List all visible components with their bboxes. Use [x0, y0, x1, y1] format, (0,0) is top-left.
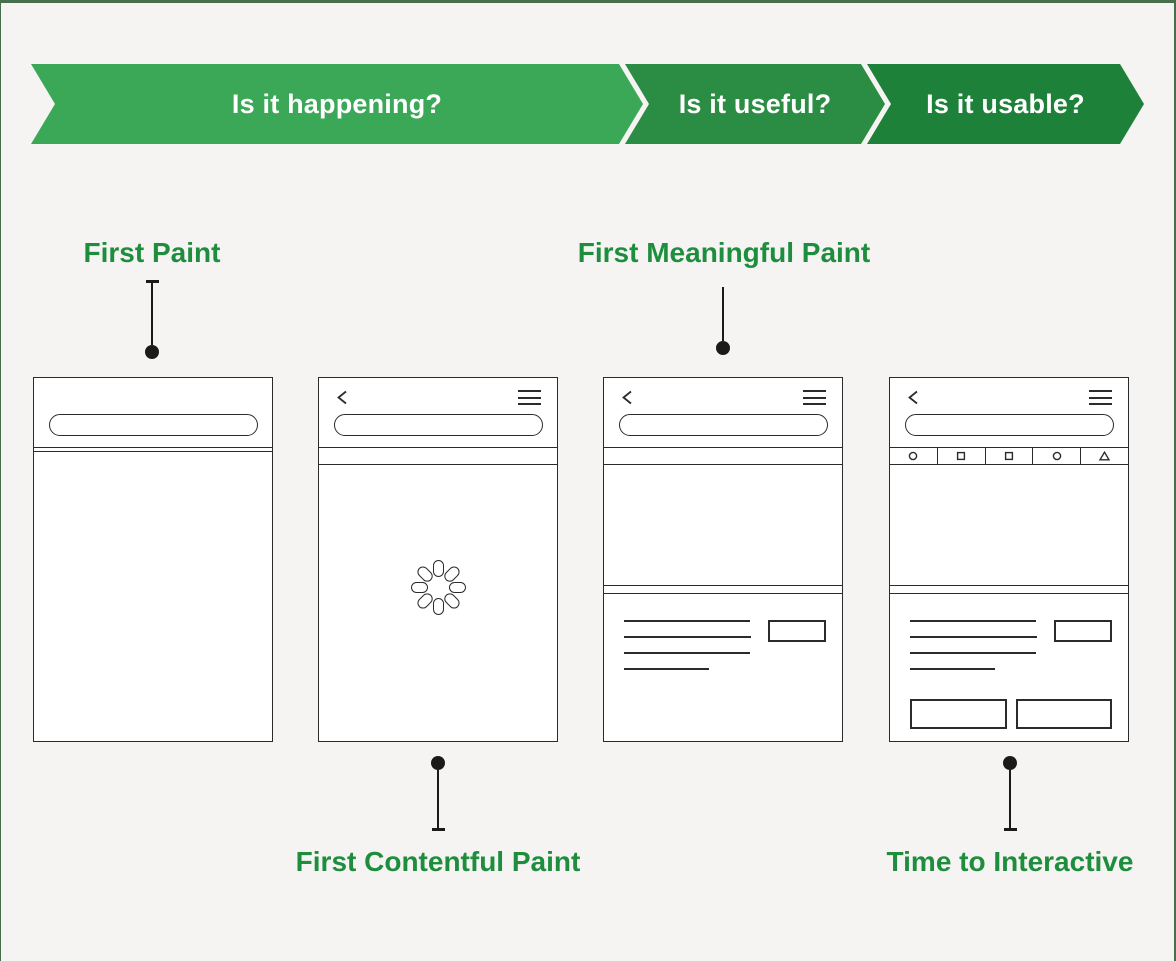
- hero-placeholder: [604, 465, 842, 586]
- url-bar: [334, 414, 543, 436]
- text-block: [604, 594, 842, 741]
- label-first-contentful-paint: First Contentful Paint: [295, 846, 581, 877]
- button-placeholder: [1015, 699, 1112, 729]
- marker-tick: [1003, 828, 1017, 831]
- text-line: [910, 620, 1036, 622]
- tab-icon-square: [986, 448, 1034, 464]
- marker-first-contentful-paint: [431, 756, 445, 831]
- partial-page-content: [604, 465, 842, 741]
- label-time-to-interactive: Time to Interactive: [886, 846, 1134, 877]
- hamburger-menu-icon: [1089, 390, 1112, 410]
- marker-dot: [431, 756, 445, 770]
- phone-time-to-interactive: [889, 377, 1129, 742]
- chevron-label: Is it usable?: [926, 88, 1085, 119]
- marker-dot: [145, 345, 159, 359]
- text-line: [910, 668, 995, 670]
- tab-icon-circle: [1033, 448, 1082, 464]
- chevron-is-it-usable: Is it usable?: [867, 64, 1144, 144]
- marker-first-paint: [145, 280, 159, 359]
- url-bar: [905, 414, 1114, 436]
- chevron-label: Is it happening?: [231, 88, 443, 119]
- interactive-page-content: [890, 465, 1128, 741]
- label-first-meaningful-paint: First Meaningful Paint: [577, 237, 871, 268]
- label-first-paint: First Paint: [83, 237, 221, 268]
- marker-stem: [1008, 770, 1012, 828]
- url-bar: [619, 414, 828, 436]
- text-line: [624, 620, 750, 622]
- back-arrow-icon: [336, 390, 348, 405]
- toolbar-band: [319, 448, 557, 465]
- spinner-icon: [410, 558, 466, 615]
- back-arrow-icon: [907, 390, 919, 405]
- url-bar: [49, 414, 258, 436]
- section-divider-band: [604, 586, 842, 594]
- marker-stem: [721, 287, 725, 341]
- back-arrow-icon: [621, 390, 633, 405]
- chevron-label: Is it useful?: [678, 88, 832, 119]
- loading-page-content: [319, 465, 557, 741]
- browser-header: [319, 378, 557, 448]
- hamburger-menu-icon: [518, 390, 541, 410]
- marker-dot: [716, 341, 730, 355]
- button-row: [910, 699, 1112, 729]
- phone-first-meaningful-paint: [603, 377, 843, 742]
- button-placeholder: [768, 620, 826, 642]
- marker-first-meaningful-paint: [716, 287, 730, 355]
- toolbar-band: [604, 448, 842, 465]
- phone-first-paint: [33, 377, 273, 742]
- text-line: [624, 668, 709, 670]
- chevron-is-it-useful: Is it useful?: [625, 64, 885, 144]
- question-banner: Is it happening? Is it useful? Is it usa…: [31, 64, 1144, 144]
- blank-page-content: [34, 452, 272, 741]
- tab-icon-strip: [890, 448, 1128, 465]
- hero-placeholder: [890, 465, 1128, 586]
- browser-header: [34, 378, 272, 448]
- text-line: [624, 652, 750, 654]
- browser-header: [890, 378, 1128, 448]
- section-divider-band: [890, 586, 1128, 594]
- browser-header: [604, 378, 842, 448]
- tab-icon-square: [938, 448, 986, 464]
- text-line: [624, 636, 751, 638]
- phone-first-contentful-paint: [318, 377, 558, 742]
- marker-dot: [1003, 756, 1017, 770]
- text-line: [910, 652, 1036, 654]
- button-placeholder: [1054, 620, 1112, 642]
- hamburger-menu-icon: [803, 390, 826, 410]
- text-block: [890, 594, 1128, 741]
- marker-stem: [436, 770, 440, 828]
- text-line: [910, 636, 1037, 638]
- marker-tick: [431, 828, 445, 831]
- chevron-is-it-happening: Is it happening?: [31, 64, 643, 144]
- marker-time-to-interactive: [1003, 756, 1017, 831]
- tab-icon-triangle: [1081, 448, 1128, 464]
- header-divider-band: [34, 448, 272, 452]
- tab-icon-circle: [890, 448, 938, 464]
- marker-tick: [145, 280, 159, 283]
- marker-stem: [150, 283, 154, 345]
- button-placeholder: [910, 699, 1007, 729]
